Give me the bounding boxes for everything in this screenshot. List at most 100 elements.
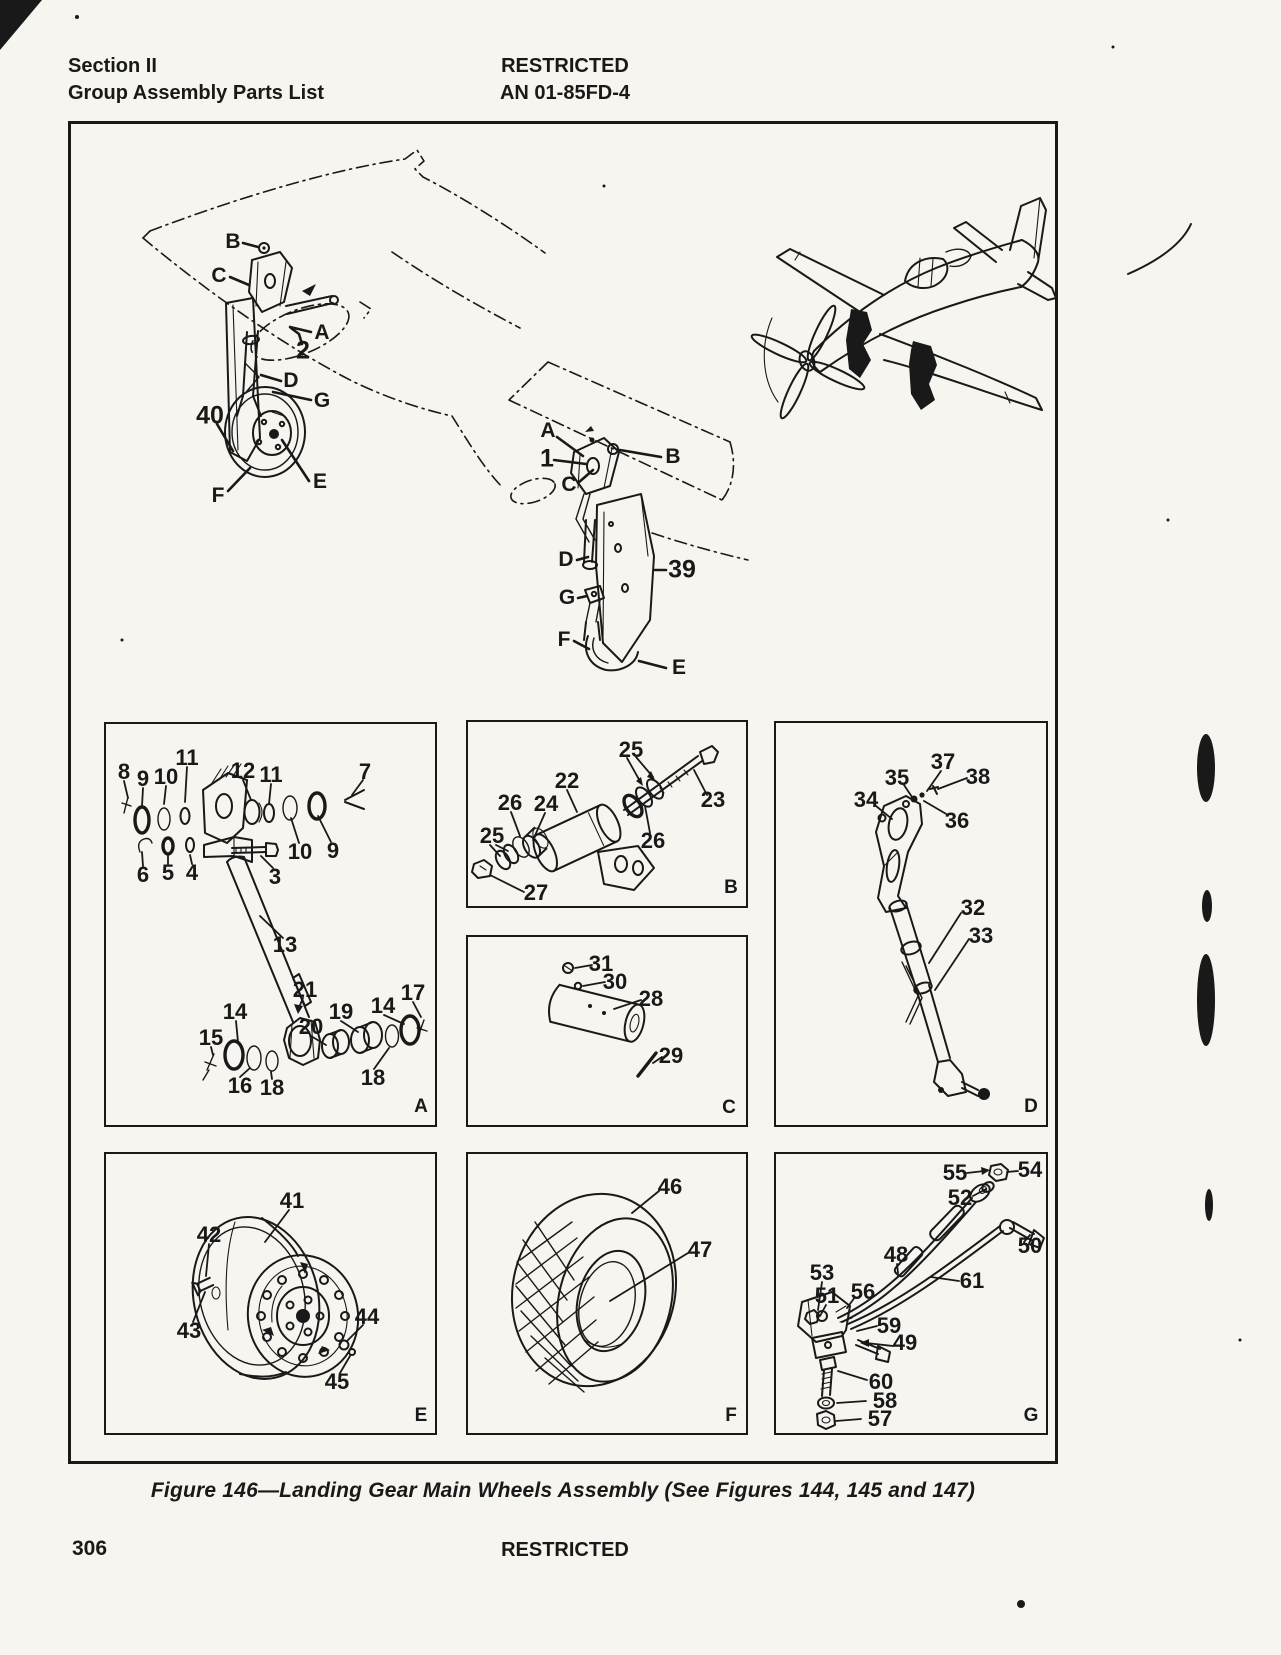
callout-57: 57 [867,1406,893,1431]
panel-d-border [774,721,1048,1127]
panel-b-border [466,720,748,908]
callout-A: A [314,321,330,344]
callout-58: 58 [872,1388,898,1413]
callout-41: 41 [279,1188,305,1213]
panel-b-corner-label: B [724,877,738,898]
callout-4: 4 [185,860,199,885]
callout-28: 28 [638,986,664,1011]
callout-30: 30 [602,969,628,994]
callout-B: B [665,445,681,468]
callout-11: 11 [259,762,283,787]
panel-e-border [104,1152,437,1435]
callout-27: 27 [523,880,549,905]
callout-60: 60 [868,1369,894,1394]
panel-f-border [466,1152,748,1435]
section-heading: Section II Group Assembly Parts List [68,53,324,107]
callout-46: 46 [657,1174,683,1199]
callout-G: G [313,389,331,412]
callout-G: G [558,586,576,609]
callout-40: 40 [196,401,224,430]
callout-3: 3 [268,864,282,889]
panel-d-corner-label: D [1024,1096,1038,1117]
callout-45: 45 [324,1369,350,1394]
panel-a-corner-label: A [414,1096,428,1117]
callout-F: F [557,628,571,651]
panel-c-border [466,935,748,1127]
callout-42: 42 [196,1222,222,1247]
callout-10: 10 [287,839,313,864]
callout-F: F [211,484,225,507]
callout-B: B [225,230,241,253]
callout-5: 5 [161,860,175,885]
callout-16: 16 [227,1073,253,1098]
callout-22: 22 [554,768,580,793]
page-number: 306 [72,1537,108,1560]
callout-12: 12 [230,758,256,783]
callout-55: 55 [942,1160,968,1185]
callout-1: 1 [540,444,554,473]
callout-20: 20 [298,1014,324,1039]
panel-a-border [104,722,437,1127]
panel-g-border [774,1152,1048,1435]
panel-g-corner-label: G [1023,1405,1039,1426]
doc-number: AN 01-85FD-4 [499,82,631,104]
callout-A: A [540,419,556,442]
callout-50: 50 [1017,1233,1043,1258]
callout-17: 17 [400,980,426,1005]
callout-26: 26 [497,790,523,815]
callout-D: D [283,369,299,392]
callout-8: 8 [117,759,131,784]
figure-border [68,121,1058,1464]
callout-18: 18 [259,1075,285,1100]
callout-56: 56 [850,1279,876,1304]
callout-51: 51 [814,1283,840,1308]
callout-9: 9 [326,838,340,863]
callout-44: 44 [354,1304,380,1329]
panel-c-corner-label: C [722,1097,736,1118]
callout-43: 43 [176,1318,202,1343]
callout-61: 61 [959,1268,985,1293]
callout-48: 48 [883,1242,909,1267]
callout-39: 39 [668,555,696,584]
callout-35: 35 [884,765,910,790]
callout-23: 23 [700,787,726,812]
callout-10: 10 [153,764,179,789]
callout-E: E [312,470,328,493]
panel-f-corner-label: F [725,1405,737,1426]
callout-14: 14 [370,993,396,1018]
callout-54: 54 [1017,1157,1043,1182]
callout-E: E [671,656,687,679]
callout-14: 14 [222,999,248,1024]
callout-52: 52 [947,1185,973,1210]
callout-33: 33 [968,923,994,948]
callout-C: C [561,473,577,496]
section-title: Section II [68,55,157,77]
callout-59: 59 [876,1313,902,1338]
callout-18: 18 [360,1065,386,1090]
callout-49: 49 [892,1330,918,1355]
callout-21: 21 [292,977,318,1002]
callout-9: 9 [136,766,150,791]
callout-47: 47 [687,1237,713,1262]
footer-classification: RESTRICTED [501,1539,629,1561]
callout-D: D [558,548,574,571]
callout-38: 38 [965,764,991,789]
panel-e-corner-label: E [414,1405,428,1426]
callout-13: 13 [272,932,298,957]
callout-25: 25 [479,823,505,848]
callout-25: 25 [618,737,644,762]
callout-31: 31 [588,951,614,976]
callout-26: 26 [640,828,666,853]
callout-19: 19 [328,999,354,1024]
figure-caption: Figure 146—Landing Gear Main Wheels Asse… [150,1479,976,1502]
callout-34: 34 [853,787,879,812]
callout-11: 11 [175,745,199,770]
callout-2: 2 [296,336,310,365]
classification-heading: RESTRICTED AN 01-85FD-4 [425,53,705,107]
callout-6: 6 [136,862,150,887]
callout-7: 7 [358,759,372,784]
callout-15: 15 [198,1025,224,1050]
callout-C: C [211,264,227,287]
callout-37: 37 [930,749,956,774]
